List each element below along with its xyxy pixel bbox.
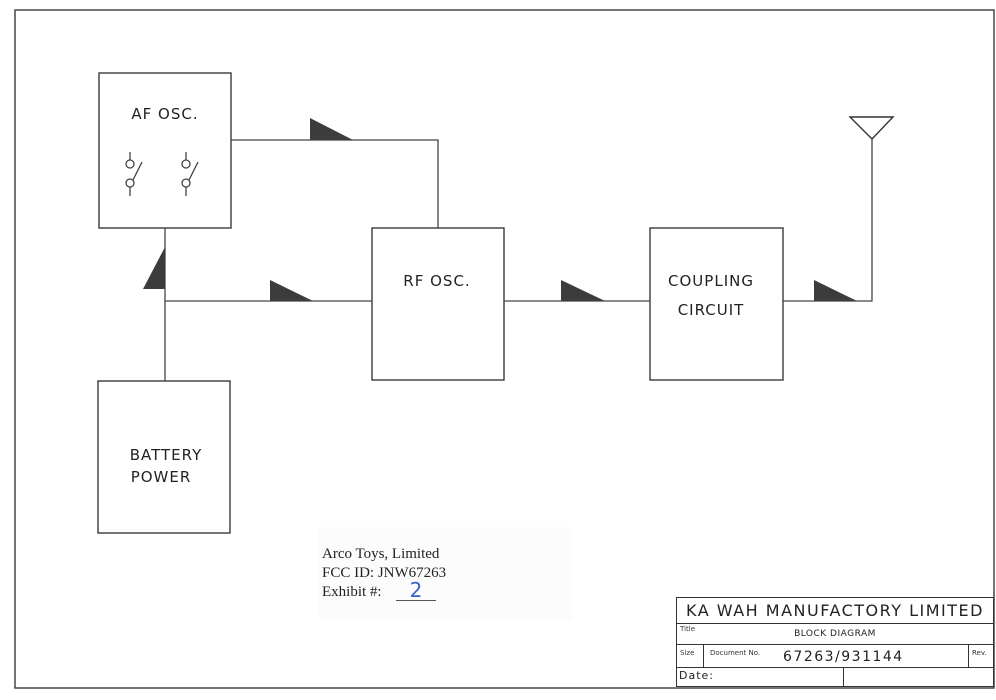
title-block-title-row: Title BLOCK DIAGRAM [677, 624, 993, 645]
af-osc-label: AF OSC. [131, 105, 198, 123]
af-osc-box [98, 72, 232, 229]
arrow-up-icon [143, 247, 165, 289]
antenna-icon [848, 116, 895, 141]
title-block-date-row: Date: [677, 668, 993, 686]
size-label: Size [680, 649, 695, 657]
arrow-right-icon [561, 280, 605, 301]
rf-osc-box [371, 227, 505, 381]
arrow-right-icon [310, 118, 353, 140]
coupling-label-line-1: COUPLING [668, 272, 754, 290]
document-no-value: 67263/931144 [783, 649, 904, 665]
drawing-frame [14, 9, 995, 689]
divider [968, 645, 969, 667]
switch-icon [181, 152, 199, 196]
title-block-document-row: Size Document No. 67263/931144 Rev. [677, 645, 993, 668]
title-label: Title [680, 625, 696, 633]
coupling-label-line-2: CIRCUIT [678, 301, 745, 319]
coupling-circuit-box [649, 227, 784, 381]
divider [843, 668, 844, 686]
stamp-fcc-id: FCC ID: JNW67263 [322, 565, 447, 581]
date-label: Date: [679, 669, 714, 682]
title-block-company: KA WAH MANUFACTORY LIMITED [677, 598, 993, 624]
battery-power-block: BATTERY POWER [97, 380, 231, 534]
battery-label-line-2: POWER [131, 468, 192, 486]
stamp-company: Arco Toys, Limited [322, 546, 440, 562]
wire-coupling-to-antenna [783, 139, 873, 302]
switch-icon [125, 152, 143, 196]
stamp-exhibit-label: Exhibit #: [322, 584, 382, 600]
coupling-circuit-block: COUPLING CIRCUIT [649, 227, 784, 381]
af-osc-block: AF OSC. [98, 72, 232, 229]
arrow-right-icon [814, 280, 857, 301]
exhibit-stamp [318, 527, 573, 620]
wire-af-to-rf [231, 139, 439, 228]
battery-power-box [97, 380, 231, 534]
divider [703, 645, 704, 667]
rf-osc-block: RF OSC. [371, 227, 505, 381]
rev-label: Rev. [972, 649, 987, 657]
title-block: KA WAH MANUFACTORY LIMITED Title BLOCK D… [676, 597, 994, 687]
battery-label-line-1: BATTERY [130, 446, 203, 464]
arrow-right-icon [270, 280, 313, 301]
title-value: BLOCK DIAGRAM [794, 629, 876, 639]
document-no-label: Document No. [710, 649, 761, 657]
rf-osc-label: RF OSC. [403, 272, 470, 290]
stamp-exhibit-value: 2 [396, 580, 436, 601]
